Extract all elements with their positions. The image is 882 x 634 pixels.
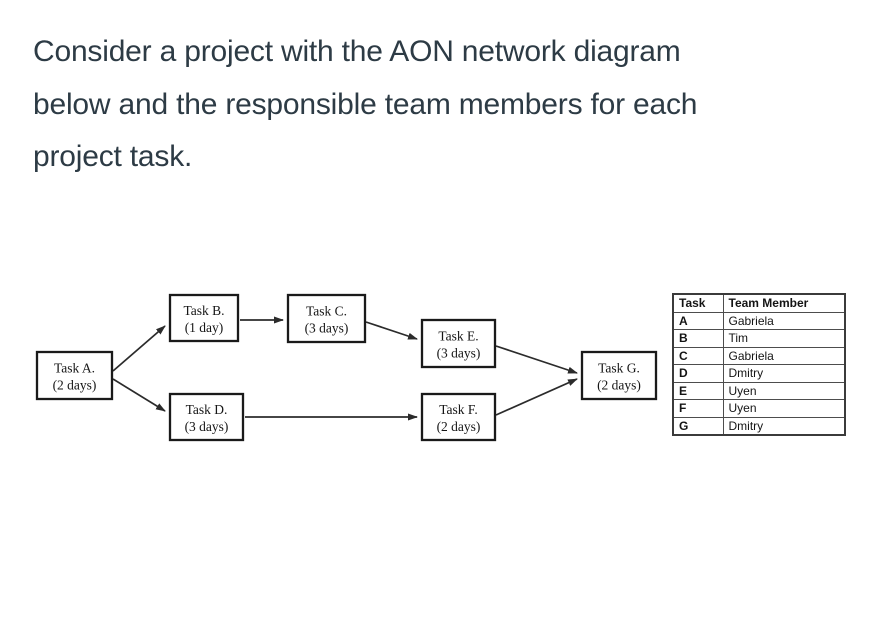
question-text: Consider a project with the AON network … xyxy=(33,26,843,184)
table-cell-task: G xyxy=(672,416,724,436)
table-header-row: Task Team Member xyxy=(672,293,846,313)
question-line-3: project task. xyxy=(33,140,193,173)
task-node-title: Task G. xyxy=(598,361,640,376)
task-node-D: Task D. (3 days) xyxy=(168,392,245,442)
task-node-duration: (2 days) xyxy=(53,378,97,393)
task-node-box xyxy=(168,392,245,442)
table-header-task: Task xyxy=(672,293,724,313)
task-node-title: Task C. xyxy=(306,304,347,319)
table-cell-task: B xyxy=(672,329,724,348)
task-node-A: Task A. (2 days) xyxy=(35,350,114,401)
task-node-B: Task B. (1 day) xyxy=(168,293,240,343)
task-node-duration: (2 days) xyxy=(437,419,481,434)
edge-E-G xyxy=(495,345,578,374)
table-cell-task: D xyxy=(672,364,724,383)
table-cell-team-member: Tim xyxy=(722,329,846,348)
task-node-C: Task C. (3 days) xyxy=(286,293,367,344)
table-cell-task: F xyxy=(672,399,724,418)
task-node-box xyxy=(35,350,114,401)
task-node-title: Task F. xyxy=(439,402,477,417)
task-node-box xyxy=(286,293,367,344)
question-line-2: below and the responsible team members f… xyxy=(33,87,698,121)
diagram-nodes: Task A. (2 days) Task B. (1 day) Task C. (3 d… xyxy=(35,293,658,442)
diagram-edges xyxy=(112,316,578,421)
task-node-box xyxy=(420,392,497,442)
table-cell-task: A xyxy=(672,311,724,330)
table-cell-team-member: Gabriela xyxy=(722,346,846,365)
task-node-title: Task E. xyxy=(438,329,478,344)
task-node-box xyxy=(580,350,658,401)
table-cell-team-member: Dmitry xyxy=(722,416,846,436)
task-node-G: Task G. (2 days) xyxy=(580,350,658,401)
table-cell-team-member: Dmitry xyxy=(722,364,846,383)
task-node-E: Task E. (3 days) xyxy=(420,318,497,369)
task-node-duration: (3 days) xyxy=(305,321,349,336)
task-node-duration: (2 days) xyxy=(597,378,641,393)
edge-C-E xyxy=(365,321,418,340)
table-cell-team-member: Gabriela xyxy=(722,311,846,330)
edge-A-D xyxy=(112,378,166,412)
table-cell-team-member: Uyen xyxy=(722,399,846,418)
task-node-duration: (3 days) xyxy=(185,419,229,434)
question-line-1: Consider a project with the AON network … xyxy=(33,35,681,68)
edge-F-G xyxy=(495,378,578,416)
task-node-F: Task F. (2 days) xyxy=(420,392,497,442)
table-cell-task: C xyxy=(672,346,724,365)
task-node-box xyxy=(168,293,240,343)
task-node-title: Task D. xyxy=(186,402,228,417)
task-node-duration: (3 days) xyxy=(437,346,481,361)
table-header-team-member: Team Member xyxy=(722,293,846,313)
task-node-duration: (1 day) xyxy=(185,320,224,335)
task-node-title: Task A. xyxy=(54,361,95,376)
table-cell-task: E xyxy=(672,381,724,400)
task-node-title: Task B. xyxy=(183,303,224,318)
edge-A-B xyxy=(112,325,166,372)
task-node-box xyxy=(420,318,497,369)
table-cell-team-member: Uyen xyxy=(722,381,846,400)
